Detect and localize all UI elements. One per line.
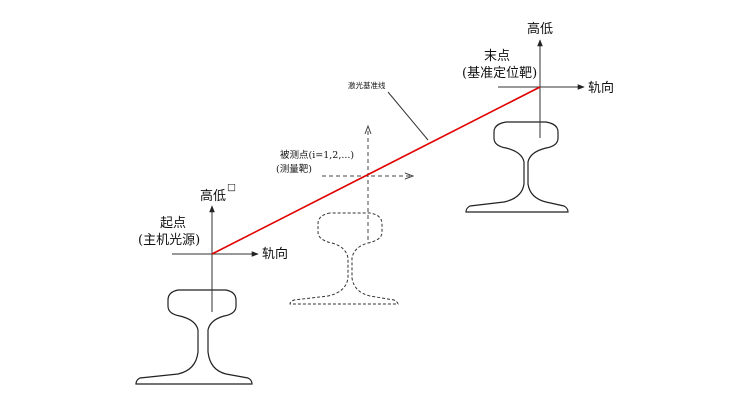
end-rail-profile xyxy=(465,121,569,213)
laser-reference-line xyxy=(211,86,541,255)
start-horizontal-axis-label: 轨向 xyxy=(262,246,288,262)
laser-line-label: 激光基准线 xyxy=(348,80,386,90)
end-point-group: 高低 轨向 末点 (基准定位靶) xyxy=(462,21,614,213)
start-vertical-axis-label: 高低 xyxy=(200,188,226,204)
measured-rail-profile xyxy=(289,212,399,305)
measured-point-group: 被测点(i=1,2,...) (测量靶) xyxy=(276,124,415,305)
measured-point-title: 被测点(i=1,2,...) xyxy=(280,149,354,161)
measured-point-subtitle: (测量靶) xyxy=(276,163,312,175)
laser-line-leader xyxy=(387,91,429,141)
start-point-subtitle: (主机光源) xyxy=(138,233,200,248)
end-horizontal-axis-label: 轨向 xyxy=(588,80,614,96)
start-point-title: 起点 xyxy=(160,216,186,231)
end-vertical-axis-label: 高低 xyxy=(527,21,553,37)
end-point-subtitle: (基准定位靶) xyxy=(462,66,537,81)
measured-vertical-arrowhead xyxy=(364,124,372,135)
measured-horizontal-arrowhead xyxy=(404,172,415,180)
end-point-title: 末点 xyxy=(484,49,510,64)
start-point-group: 高低 □ 轨向 起点 (主机光源) xyxy=(135,182,288,385)
start-vertical-axis-mark: □ xyxy=(227,182,236,193)
start-rail-profile xyxy=(135,289,253,385)
